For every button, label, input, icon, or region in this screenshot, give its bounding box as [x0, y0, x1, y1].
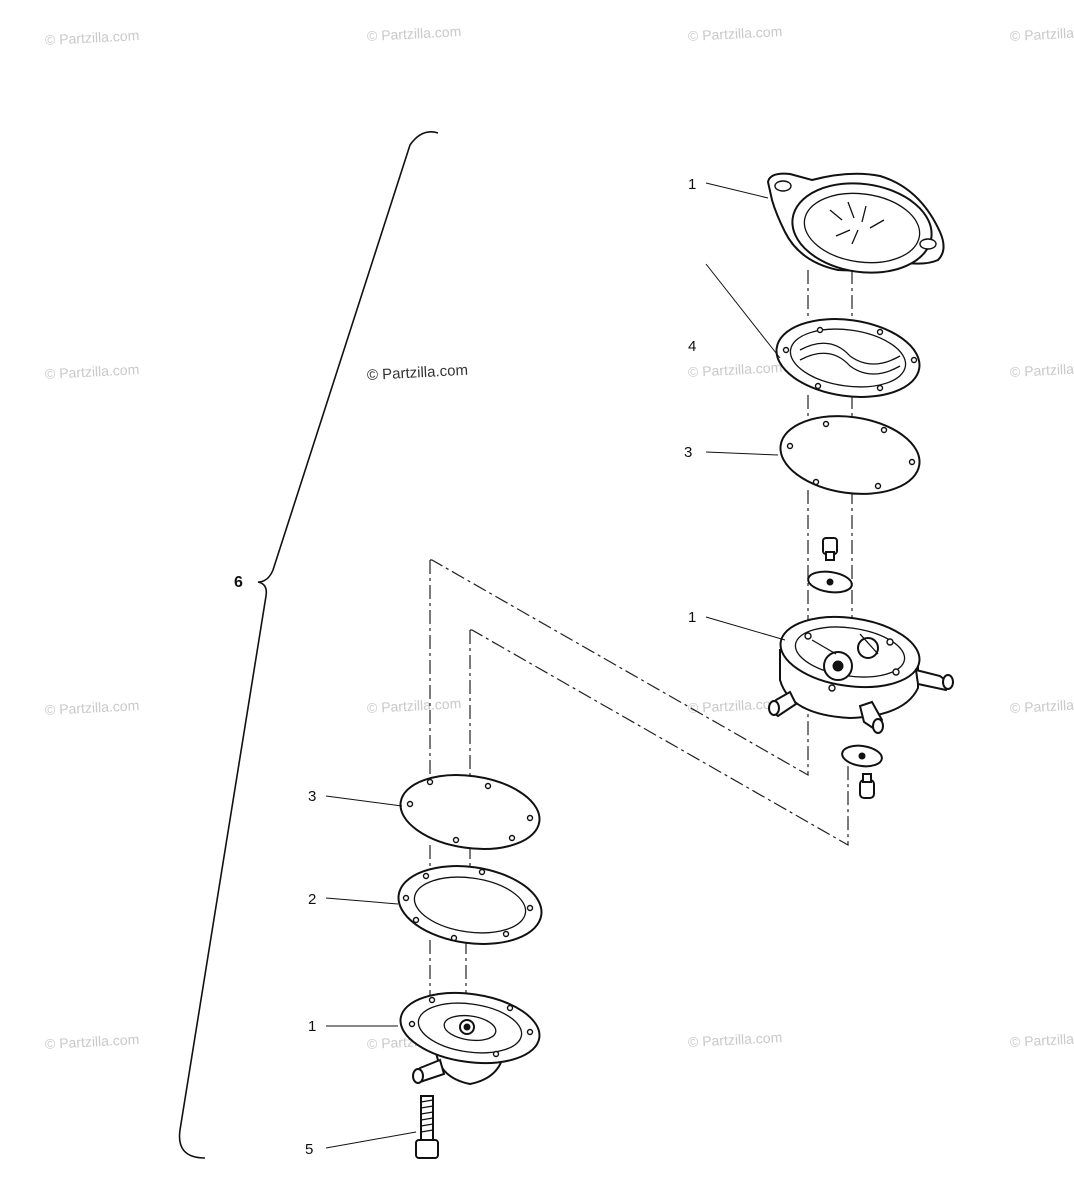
- diaphragm-bottom: [399, 774, 541, 850]
- callout-top-housing: 1: [688, 176, 696, 193]
- callout-assembly: 6: [234, 574, 243, 591]
- callout-gasket-bottom: 2: [308, 891, 316, 908]
- alignment-lines: [429, 270, 853, 1020]
- check-valve-top: [807, 537, 853, 594]
- gasket-bottom: [397, 865, 543, 945]
- callout-gasket-top: 4: [688, 338, 696, 355]
- callout-diaphragm-bottom: 3: [308, 788, 316, 805]
- callout-middle-body: 1: [688, 609, 696, 626]
- callout-diaphragm-top: 3: [684, 444, 692, 461]
- gasket-top: [775, 318, 921, 398]
- bottom-cover: [399, 991, 541, 1086]
- callout-bottom-cover: 1: [308, 1018, 316, 1035]
- leader-lines: [325, 182, 786, 1149]
- callout-screw: 5: [305, 1141, 313, 1158]
- middle-pump-body: [768, 615, 954, 734]
- assembly-brace: [178, 131, 439, 1159]
- diaphragm-top: [779, 415, 921, 495]
- top-housing: [766, 172, 945, 274]
- screw: [415, 1095, 439, 1159]
- check-valve-bottom: [841, 744, 883, 799]
